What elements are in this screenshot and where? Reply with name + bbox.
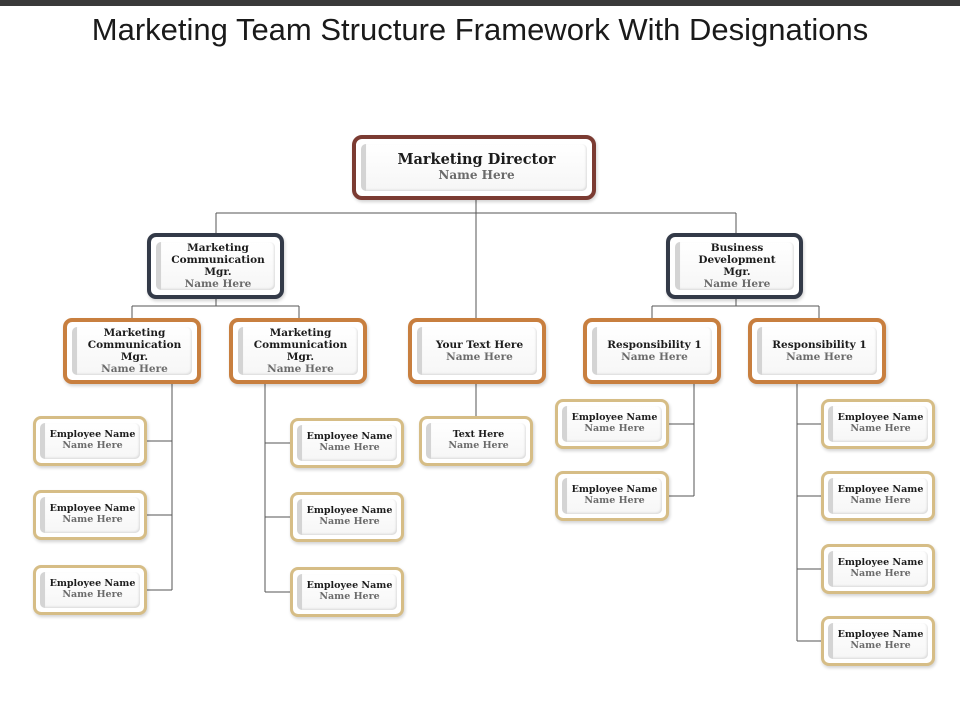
employee-name: Name Here xyxy=(319,591,380,602)
text-box: Text Here Name Here xyxy=(419,416,533,466)
lead-title: Your Text Here xyxy=(435,338,524,351)
employee-title: Employee Name xyxy=(837,629,924,641)
employee-title: Employee Name xyxy=(306,431,393,443)
employee-title: Employee Name xyxy=(49,429,136,441)
employee-box: Employee Name Name Here xyxy=(821,471,935,521)
employee-box: Employee Name Name Here xyxy=(33,490,147,540)
employee-title: Employee Name xyxy=(837,557,924,569)
employee-box: Employee Name Name Here xyxy=(821,544,935,594)
employee-name: Name Here xyxy=(584,495,645,506)
employee-title: Employee Name xyxy=(837,412,924,424)
lead-box-2: Marketing Communication Mgr. Name Here xyxy=(229,318,367,384)
employee-name: Name Here xyxy=(584,423,645,434)
manager-name: Name Here xyxy=(703,278,771,291)
employee-box: Employee Name Name Here xyxy=(821,616,935,666)
employee-name: Name Here xyxy=(62,440,123,451)
lead-name: Name Here xyxy=(446,351,513,363)
manager-name: Name Here xyxy=(184,278,252,291)
manager-title: Marketing Communication Mgr. xyxy=(171,241,265,278)
lead-title: Responsibility 1 xyxy=(607,338,702,351)
employee-name: Name Here xyxy=(319,516,380,527)
employee-box: Employee Name Name Here xyxy=(33,416,147,466)
employee-box: Employee Name Name Here xyxy=(290,492,404,542)
lead-box-1: Marketing Communication Mgr. Name Here xyxy=(63,318,201,384)
lead-name: Name Here xyxy=(621,351,688,363)
employee-name: Name Here xyxy=(850,423,911,434)
lead-name: Name Here xyxy=(101,363,168,376)
employee-title: Employee Name xyxy=(837,484,924,496)
lead-name: Name Here xyxy=(267,363,334,376)
lead-title: Responsibility 1 xyxy=(772,338,867,351)
manager-title: Business Development Mgr. xyxy=(698,241,776,278)
employee-box: Employee Name Name Here xyxy=(555,399,669,449)
employee-title: Employee Name xyxy=(571,484,658,496)
employee-box: Employee Name Name Here xyxy=(33,565,147,615)
lead-box-4: Responsibility 1 Name Here xyxy=(583,318,721,384)
employee-box: Employee Name Name Here xyxy=(290,418,404,468)
manager-box-business-development: Business Development Mgr. Name Here xyxy=(666,233,803,299)
director-box: Marketing Director Name Here xyxy=(352,135,596,200)
employee-name: Name Here xyxy=(319,442,380,453)
employee-name: Name Here xyxy=(850,495,911,506)
manager-box-marketing-communication: Marketing Communication Mgr. Name Here xyxy=(147,233,284,299)
employee-name: Name Here xyxy=(850,568,911,579)
employee-title: Employee Name xyxy=(306,505,393,517)
top-accent-bar xyxy=(0,0,960,6)
director-name: Name Here xyxy=(438,167,515,182)
employee-box: Employee Name Name Here xyxy=(290,567,404,617)
director-title: Marketing Director xyxy=(397,151,556,169)
employee-box: Employee Name Name Here xyxy=(555,471,669,521)
lead-title: Marketing Communication Mgr. xyxy=(87,326,182,363)
employee-box: Employee Name Name Here xyxy=(821,399,935,449)
employee-name: Name Here xyxy=(850,640,911,651)
employee-title: Employee Name xyxy=(306,580,393,592)
page-title: Marketing Team Structure Framework With … xyxy=(91,12,869,47)
lead-name: Name Here xyxy=(786,351,853,363)
employee-name: Name Here xyxy=(62,514,123,525)
employee-title: Employee Name xyxy=(571,412,658,424)
employee-name: Name Here xyxy=(62,589,123,600)
employee-title: Text Here xyxy=(452,429,505,441)
employee-name: Name Here xyxy=(448,440,509,451)
lead-box-3: Your Text Here Name Here xyxy=(408,318,546,384)
lead-title: Marketing Communication Mgr. xyxy=(253,326,348,363)
lead-box-5: Responsibility 1 Name Here xyxy=(748,318,886,384)
employee-title: Employee Name xyxy=(49,503,136,515)
employee-title: Employee Name xyxy=(49,578,136,590)
